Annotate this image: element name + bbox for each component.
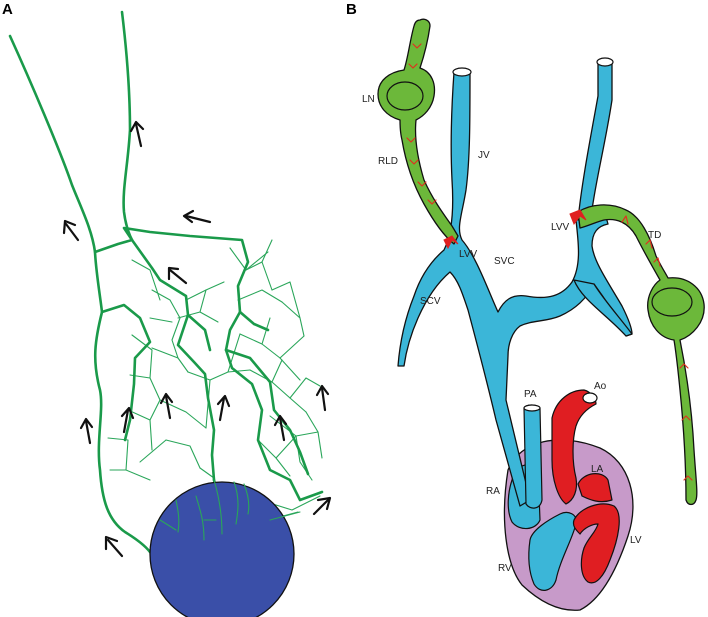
intratumoral-lymphatics	[159, 479, 301, 541]
left-subclavian-vein	[573, 279, 633, 337]
left-jugular-vein-opening	[596, 57, 614, 67]
panel-b-letter: B	[346, 1, 357, 18]
tumor-mass	[149, 481, 295, 617]
left-atrium	[577, 473, 613, 503]
thoracic-duct-valves	[621, 215, 693, 481]
arrow-icon	[167, 266, 188, 285]
lymph-node	[386, 81, 424, 111]
aorta-opening	[582, 392, 598, 404]
arrow-icon	[273, 414, 288, 442]
right-lymphatic-duct	[377, 18, 459, 245]
aorta	[551, 389, 597, 505]
right-ventricle	[528, 511, 577, 591]
collecting-lymphatic-vessels	[8, 10, 324, 557]
label-lvv-left: LVV	[551, 222, 569, 233]
label-ln: LN	[362, 94, 375, 105]
panel-a: A	[2, 1, 332, 617]
arrow-icon	[120, 406, 135, 434]
anatomy-labels: LN RLD JV LVV LVV SVC TD SCV PA Ao LA RA…	[362, 94, 661, 574]
arrow-icon	[315, 384, 330, 412]
arrow-icon	[182, 209, 212, 224]
arrow-icon	[62, 219, 80, 242]
flow-arrows	[62, 120, 332, 558]
thoracic-lymph-node	[651, 287, 693, 317]
left-ventricle	[572, 503, 620, 584]
label-lv: LV	[630, 535, 642, 546]
label-td: TD	[648, 230, 661, 241]
lymphovenous-valve-left	[569, 209, 587, 226]
panel-a-letter: A	[2, 1, 13, 18]
arrow-icon	[104, 535, 124, 558]
jugular-vein-opening	[452, 67, 472, 77]
arrow-icon	[129, 120, 145, 148]
label-la: LA	[591, 464, 604, 475]
label-ao: Ao	[594, 381, 607, 392]
label-rld: RLD	[378, 156, 398, 167]
label-rv: RV	[498, 563, 512, 574]
arrow-icon	[79, 417, 94, 445]
label-pa: PA	[524, 389, 537, 400]
arrow-icon	[312, 496, 332, 516]
arrow-icon	[159, 392, 174, 420]
pulmonary-artery	[523, 404, 543, 509]
arrow-icon	[216, 394, 231, 422]
label-scv: SCV	[420, 296, 441, 307]
thoracic-duct	[577, 204, 705, 506]
label-jv: JV	[478, 150, 490, 161]
label-ra: RA	[486, 486, 500, 497]
label-svc: SVC	[494, 256, 515, 267]
lymphovenous-valve-right	[443, 235, 459, 250]
left-jugular-vein	[577, 61, 613, 221]
duct-valves	[406, 43, 437, 205]
pulmonary-artery-opening	[523, 404, 541, 412]
label-lvv-right: LVV	[459, 249, 477, 260]
panel-b: B	[346, 1, 705, 611]
